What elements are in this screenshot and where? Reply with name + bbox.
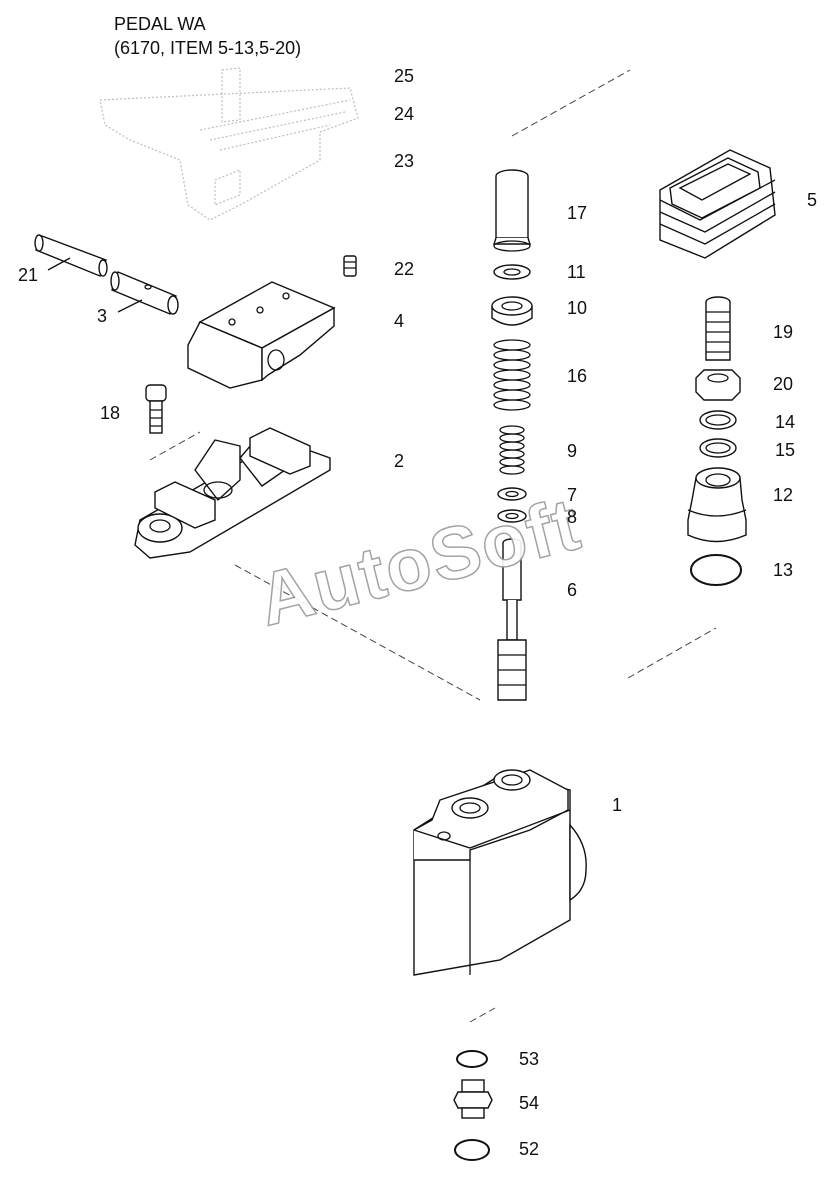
guide-line <box>469 1007 496 1023</box>
part-52-oring <box>454 1139 490 1161</box>
callout-53: 53 <box>519 1049 540 1069</box>
part-1-valve-body <box>413 769 587 976</box>
guide-line <box>234 564 481 701</box>
callout-10: 10 <box>567 298 588 318</box>
callout-2: 2 <box>394 451 405 471</box>
callout-21: 21 <box>18 265 39 285</box>
part-53-oring <box>456 1050 488 1068</box>
part-9-spring <box>499 425 525 475</box>
callout-23: 23 <box>394 151 415 171</box>
part-12-housing <box>687 467 747 543</box>
callout-4: 4 <box>394 311 405 331</box>
part-7-washer <box>497 487 527 501</box>
callout-19: 19 <box>773 322 794 342</box>
leader-line <box>47 257 71 271</box>
part-11-washer <box>493 264 531 280</box>
part-22-setscrew <box>343 255 357 277</box>
callout-12: 12 <box>773 485 794 505</box>
callout-5: 5 <box>807 190 818 210</box>
part-21-pin <box>34 234 108 277</box>
part-15-ring <box>699 438 737 458</box>
part-54-fitting <box>453 1079 493 1119</box>
guide-line <box>149 431 201 461</box>
callout-15: 15 <box>775 440 796 460</box>
part-14-ring <box>699 410 737 430</box>
callout-22: 22 <box>394 259 415 279</box>
part-8-washer <box>497 509 527 523</box>
callout-11: 11 <box>567 262 586 282</box>
part-3-pin <box>110 271 179 315</box>
part-5-boot <box>659 149 776 259</box>
callout-6: 6 <box>567 580 578 600</box>
diagram-subtitle: (6170, ITEM 5-13,5-20) <box>114 38 302 58</box>
diagram-title: PEDAL WA <box>114 14 206 34</box>
part-10-bushing <box>491 296 533 326</box>
callout-9: 9 <box>567 441 578 461</box>
callout-17: 17 <box>567 203 588 223</box>
part-18-bolt <box>145 384 167 434</box>
part-20-nut <box>695 369 741 401</box>
callout-25: 25 <box>394 66 415 86</box>
callout-20: 20 <box>773 374 794 394</box>
part-2-bracket <box>134 427 331 559</box>
part-6-plunger <box>497 538 527 701</box>
callout-18: 18 <box>100 403 121 423</box>
callout-8: 8 <box>567 507 578 527</box>
part-17-sleeve <box>493 169 531 252</box>
callout-13: 13 <box>773 560 794 580</box>
part-16-spring <box>493 339 531 411</box>
callout-1: 1 <box>612 795 623 815</box>
pedal-ghost <box>99 67 359 221</box>
leader-line <box>117 299 143 313</box>
callout-7: 7 <box>567 485 578 505</box>
callout-14: 14 <box>775 412 796 432</box>
part-4-block <box>187 281 336 389</box>
guide-line <box>627 627 717 679</box>
guide-line <box>511 69 631 137</box>
part-19-stud <box>705 296 731 361</box>
callout-16: 16 <box>567 366 588 386</box>
callout-52: 52 <box>519 1139 540 1159</box>
callout-24: 24 <box>394 104 415 124</box>
callout-54: 54 <box>519 1093 540 1113</box>
part-13-oring <box>690 554 742 586</box>
callout-3: 3 <box>97 306 108 326</box>
